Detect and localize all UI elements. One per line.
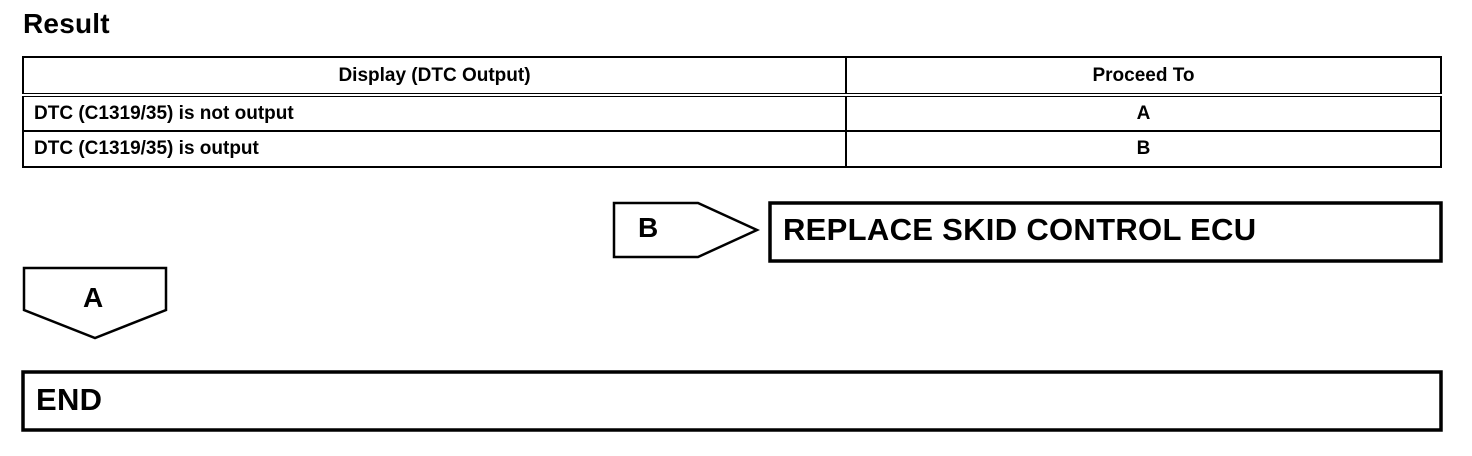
end-text: END xyxy=(36,382,103,417)
branch-b-label: B xyxy=(638,212,659,243)
column-header-proceed: Proceed To xyxy=(845,56,1442,97)
replace-ecu-text: REPLACE SKID CONTROL ECU xyxy=(783,212,1257,247)
branch-a-label: A xyxy=(83,282,104,313)
page-title: Result xyxy=(23,8,110,39)
table-row: DTC (C1319/35) is not output A xyxy=(22,94,1442,132)
branch-b-arrow xyxy=(612,201,761,259)
table-cell-display: DTC (C1319/35) is output xyxy=(22,130,847,168)
result-table: Display (DTC Output) Proceed To DTC (C13… xyxy=(22,56,1442,168)
column-header-display: Display (DTC Output) xyxy=(22,56,847,97)
table-cell-display: DTC (C1319/35) is not output xyxy=(22,94,847,132)
table-row: DTC (C1319/35) is output B xyxy=(22,130,1442,168)
table-cell-proceed: B xyxy=(845,130,1442,168)
table-cell-proceed: A xyxy=(845,94,1442,132)
table-header-row: Display (DTC Output) Proceed To xyxy=(22,56,1442,97)
end-box xyxy=(21,370,1443,432)
